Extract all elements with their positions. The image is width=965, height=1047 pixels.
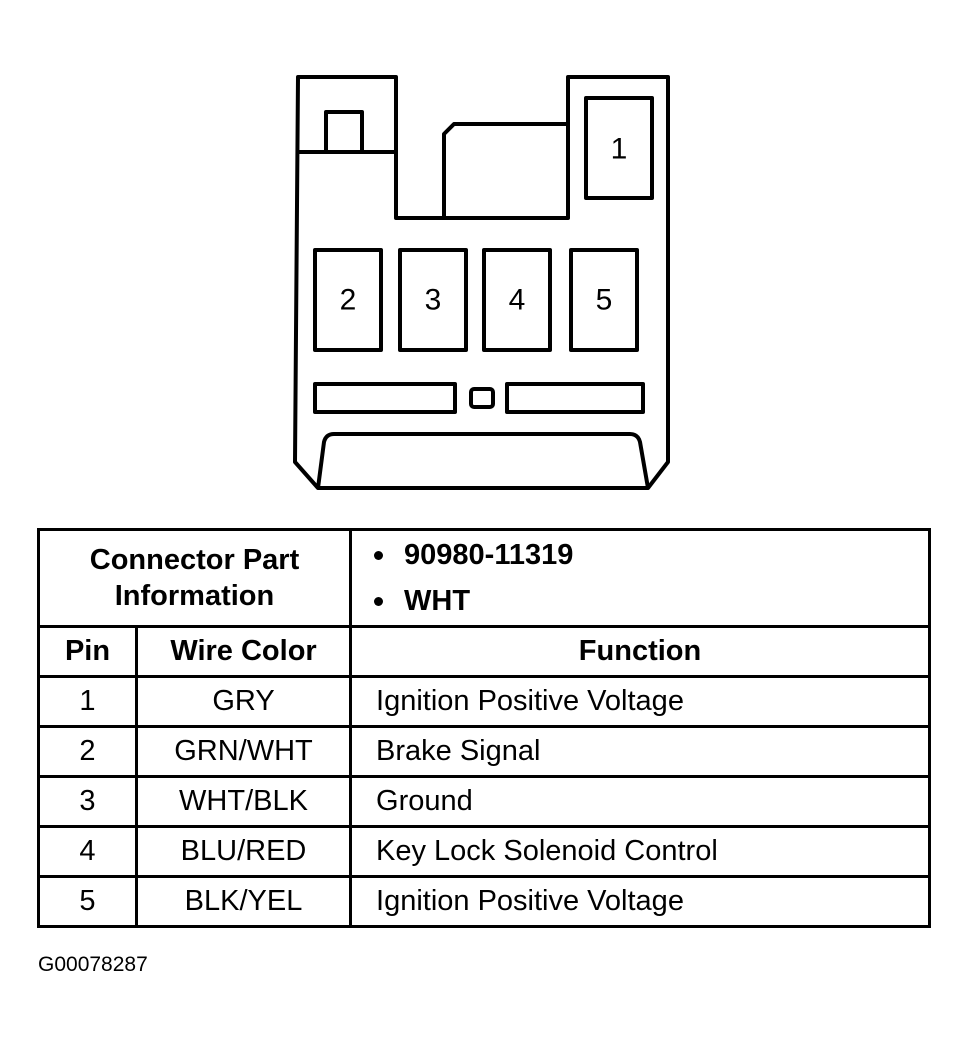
- connector-bottom-lip: [316, 432, 650, 489]
- header-function: Function: [349, 625, 932, 678]
- pin-label-2: 2: [340, 284, 357, 317]
- function-cell: Ignition Positive Voltage: [349, 875, 932, 928]
- pin-cavity-4: [482, 248, 552, 352]
- connector-info-row: Connector Part Information 90980-11319 W…: [36, 528, 932, 628]
- pin-label-5: 5: [596, 284, 613, 317]
- function-cell: Ignition Positive Voltage: [349, 675, 932, 728]
- lower-slot-left: [313, 382, 457, 414]
- table-row: 4 BLU/RED Key Lock Solenoid Control: [37, 825, 932, 878]
- lower-slot-center: [469, 387, 495, 409]
- wire-color-cell: WHT/BLK: [134, 775, 353, 828]
- info-label-line1: Connector Part: [89, 544, 300, 576]
- connector-face-diagram: 1 2 3 4 5: [293, 75, 670, 490]
- function-cell: Key Lock Solenoid Control: [349, 825, 932, 878]
- pin-cavity-5: [569, 248, 639, 352]
- header-pin: Pin: [37, 625, 138, 678]
- pin-cavity-1: [584, 96, 654, 200]
- pin-cell: 3: [37, 775, 138, 828]
- pin-cell: 4: [37, 825, 138, 878]
- lower-slot-right: [505, 382, 645, 414]
- table-row: 1 GRY Ignition Positive Voltage: [37, 675, 932, 728]
- pin-cavity-2: [313, 248, 383, 352]
- table-header-row: Pin Wire Color Function: [37, 625, 932, 678]
- connector-pinout-table: Connector Part Information 90980-11319 W…: [36, 528, 932, 928]
- pin-cavity-3: [398, 248, 468, 352]
- wire-color-cell: BLK/YEL: [134, 875, 353, 928]
- connector-info-values: 90980-11319 WHT: [349, 528, 932, 628]
- part-number: 90980-11319: [374, 532, 928, 578]
- function-cell: Brake Signal: [349, 725, 932, 778]
- pin-cell: 2: [37, 725, 138, 778]
- header-wire-color: Wire Color: [134, 625, 353, 678]
- connector-color: WHT: [374, 578, 928, 624]
- connector-info-label: Connector Part Information: [36, 528, 353, 628]
- pin-label-3: 3: [425, 284, 442, 317]
- connector-latch: [298, 110, 396, 154]
- table-row: 2 GRN/WHT Brake Signal: [37, 725, 932, 778]
- figure-id: G00078287: [38, 953, 148, 976]
- wire-color-cell: GRY: [134, 675, 353, 728]
- wire-color-cell: BLU/RED: [134, 825, 353, 878]
- wire-color-cell: GRN/WHT: [134, 725, 353, 778]
- table-row: 5 BLK/YEL Ignition Positive Voltage: [37, 875, 932, 928]
- function-cell: Ground: [349, 775, 932, 828]
- pin-cell: 1: [37, 675, 138, 728]
- pin-label-4: 4: [509, 284, 526, 317]
- pin-label-1: 1: [611, 133, 628, 166]
- table-row: 3 WHT/BLK Ground: [37, 775, 932, 828]
- pin-cell: 5: [37, 875, 138, 928]
- info-label-line2: Information: [114, 580, 275, 612]
- connector-body-outline: [293, 75, 670, 490]
- connector-key-block: [442, 122, 568, 218]
